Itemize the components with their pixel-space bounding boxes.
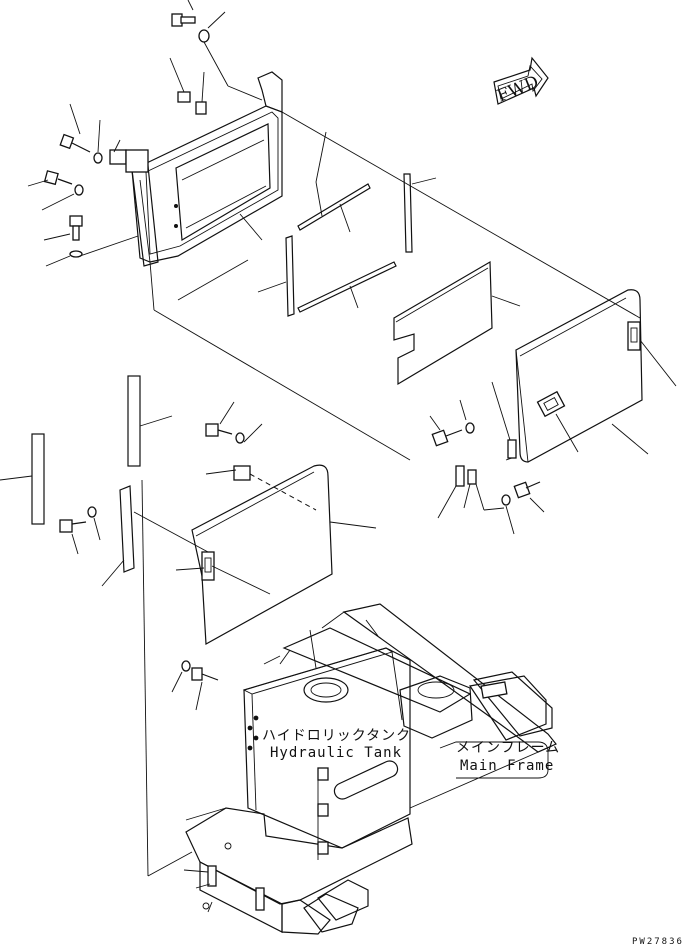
seal-strip-vertical-2 — [403, 173, 437, 253]
top-bolt-group — [171, 0, 263, 101]
left-strip-tall — [127, 375, 173, 467]
fwd-arrow-icon: FWD — [493, 56, 549, 107]
seal-strip-vertical-1 — [257, 235, 295, 317]
hydraulic-tank-label: ハイドロリックタンク Hydraulic Tank — [262, 728, 411, 761]
side-door-right — [515, 289, 677, 463]
right-hinge-bolts — [429, 381, 545, 535]
leader-line — [177, 259, 249, 301]
leader-line — [149, 261, 155, 311]
seal-strip-diagonal-2 — [297, 261, 397, 313]
radiator-frame — [125, 71, 283, 267]
left-bolt-2 — [27, 170, 84, 211]
left-bolt-3 — [43, 215, 139, 267]
leader-line — [281, 111, 641, 319]
leader-line — [153, 309, 411, 461]
hydraulic-tank — [242, 647, 411, 860]
hydraulic-tank-label-en: Hydraulic Tank — [270, 745, 402, 761]
washer — [93, 152, 103, 164]
bracket-clip — [109, 139, 127, 165]
lower-mid-bolts — [171, 660, 219, 711]
left-bolt-1 — [59, 103, 91, 153]
side-door-middle — [141, 464, 377, 877]
lower-left-bolts — [59, 485, 209, 587]
leader-line — [315, 181, 323, 217]
main-frame-label-en: Main Frame — [460, 758, 554, 774]
cover-plate — [393, 260, 521, 386]
hydraulic-tank-label-jp: ハイドロリックタンク — [262, 728, 411, 744]
main-frame-label-jp: メインフレーム — [456, 740, 560, 756]
left-strip-outer — [0, 433, 45, 525]
mid-bolt-group — [169, 57, 207, 115]
mid-left-bolts — [205, 401, 317, 511]
drawing-code: PW27836 — [632, 937, 684, 947]
seal-strip-diagonal-1 — [297, 183, 371, 233]
main-frame-label: メインフレーム Main Frame — [439, 740, 560, 779]
leader-line — [315, 131, 327, 183]
fwd-label: FWD — [494, 72, 541, 107]
